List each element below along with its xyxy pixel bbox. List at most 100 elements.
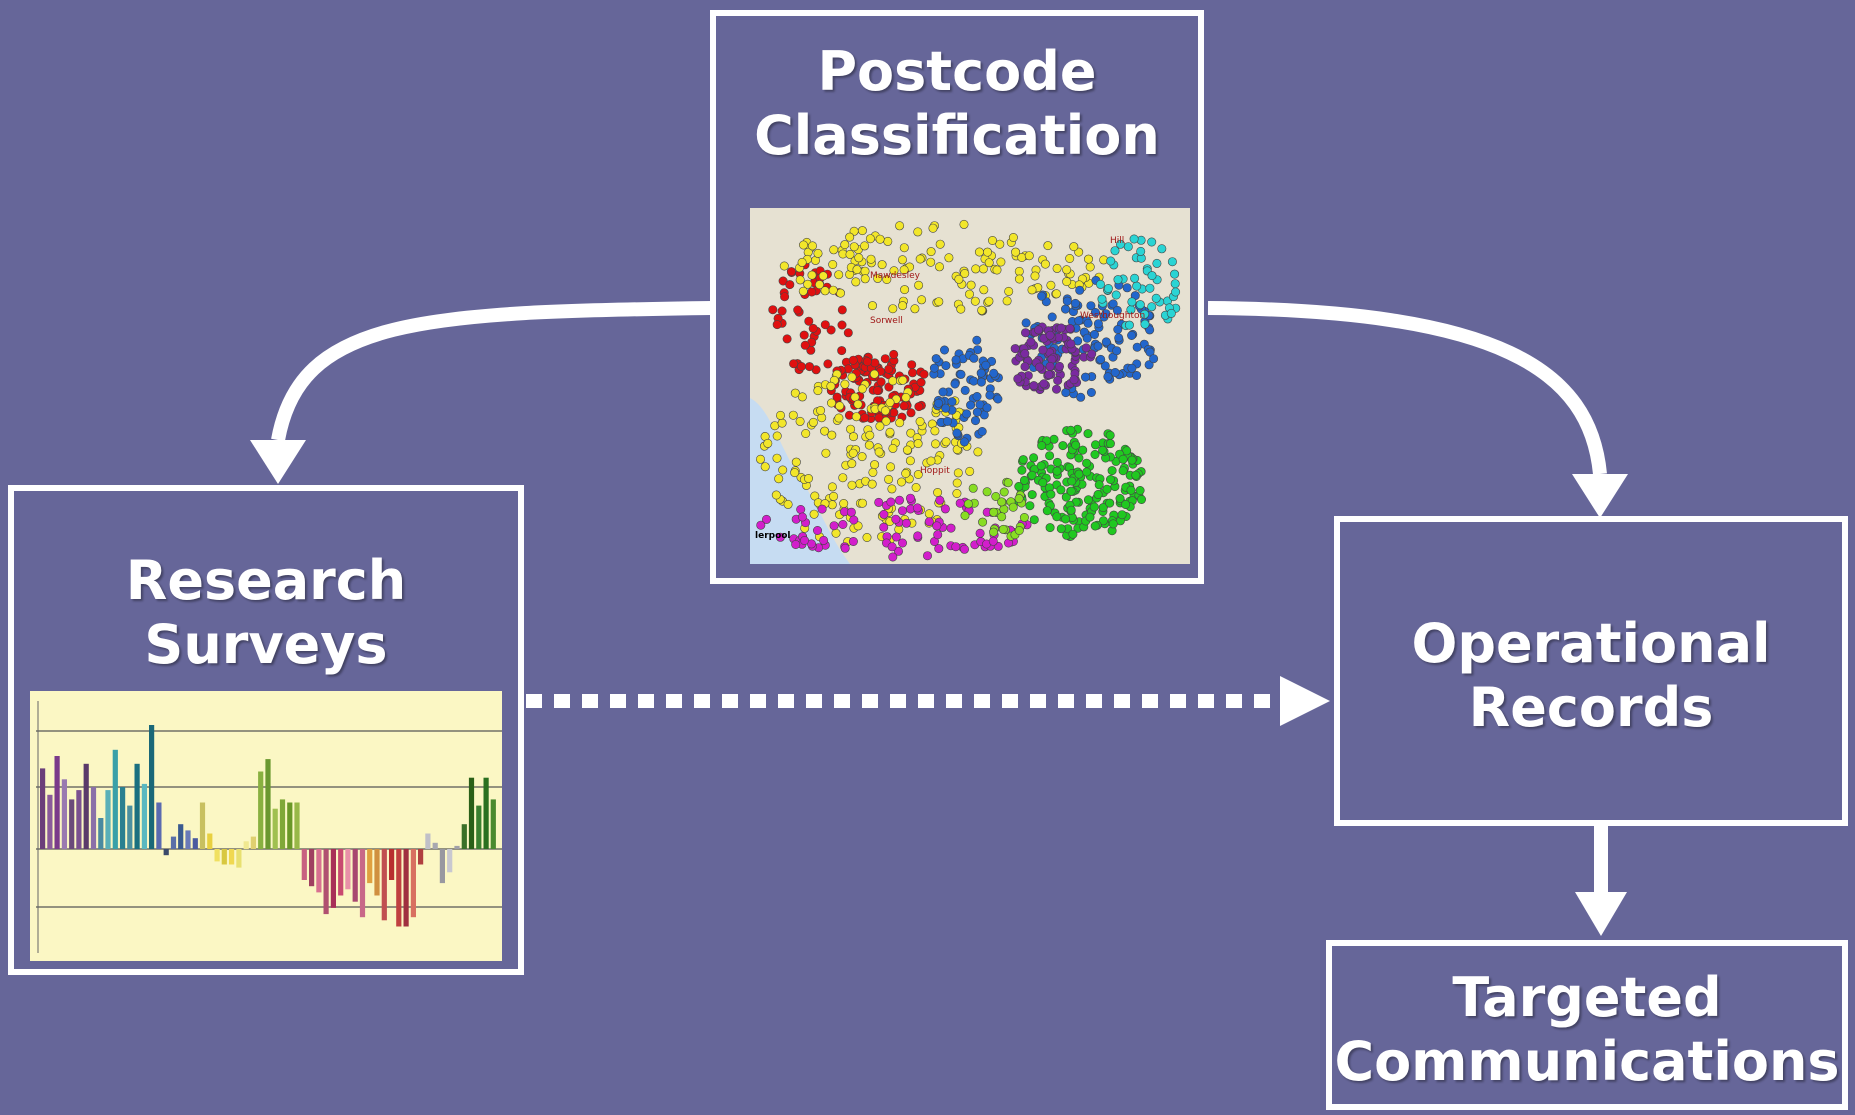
map-dot: [900, 285, 910, 295]
map-dot: [834, 270, 844, 280]
map-dot: [1067, 476, 1077, 486]
map-dot: [1106, 256, 1116, 266]
map-dot: [1115, 493, 1125, 503]
chart-bar: [367, 849, 373, 884]
map-dot: [799, 535, 809, 545]
map-dot: [756, 520, 766, 530]
map-dot: [1127, 331, 1137, 341]
map-dot: [851, 412, 861, 422]
map-dot: [840, 543, 850, 553]
map-dot: [1038, 478, 1048, 488]
map-dot: [815, 280, 825, 290]
map-dot: [1121, 499, 1131, 509]
map-dot: [956, 369, 966, 379]
map-dot: [848, 536, 858, 546]
map-dot: [891, 514, 901, 524]
map-dot: [789, 359, 799, 369]
chart-bar: [40, 768, 46, 849]
map-thumbnail: MawdesleySorwellHoppitHillWesthoughtonle…: [750, 208, 1190, 564]
map-dot: [906, 493, 916, 503]
map-dot: [1021, 318, 1031, 328]
map-dot: [1171, 287, 1181, 297]
targeted-communications-box: Targeted Communications: [1326, 940, 1848, 1110]
map-dot: [898, 538, 908, 548]
chart-bar: [54, 756, 60, 849]
map-dot: [928, 223, 938, 233]
map-dot: [1065, 324, 1075, 334]
chart-bar: [243, 841, 249, 850]
map-dot: [797, 512, 807, 522]
map-dot: [898, 506, 908, 516]
map-dot: [888, 304, 898, 314]
map-dot: [931, 354, 941, 364]
map-dot: [947, 397, 957, 407]
map-dot: [1045, 523, 1055, 533]
map-dot: [854, 253, 864, 263]
map-dot: [1096, 354, 1106, 364]
map-dot: [1030, 271, 1040, 281]
map-dot: [926, 456, 936, 466]
map-dot: [891, 532, 901, 542]
map-dot: [874, 497, 884, 507]
map-dot: [1083, 254, 1093, 264]
map-dot: [826, 381, 836, 391]
map-dot: [1025, 501, 1035, 511]
map-dot: [971, 416, 981, 426]
chart-bar: [105, 790, 111, 849]
map-dot: [1052, 263, 1062, 273]
map-dot: [1147, 302, 1157, 312]
map-dot: [853, 399, 863, 409]
map-dot: [793, 305, 803, 315]
map-dot: [821, 448, 831, 458]
map-dot: [1086, 301, 1096, 311]
map-dot: [840, 379, 850, 389]
map-dot: [897, 477, 907, 487]
map-dot: [1029, 453, 1039, 463]
map-dot: [1017, 465, 1027, 475]
map-dot: [931, 439, 941, 449]
chart-bar: [403, 849, 409, 927]
map-dot: [1101, 337, 1111, 347]
map-dot: [1105, 439, 1115, 449]
map-dot: [1149, 354, 1159, 364]
map-dot: [1132, 281, 1142, 291]
map-dot: [1051, 289, 1061, 299]
map-dot: [962, 409, 972, 419]
targeted-communications-title: Targeted Communications: [1334, 966, 1840, 1093]
map-dot: [933, 487, 943, 497]
map-dot: [919, 369, 929, 379]
map-dot: [1093, 319, 1103, 329]
map-dot: [912, 503, 922, 513]
map-dot: [898, 301, 908, 311]
map-dot: [1087, 349, 1097, 359]
map-dot: [887, 484, 897, 494]
chart-bar: [156, 802, 162, 849]
map-dot: [1036, 461, 1046, 471]
chart-bar: [178, 824, 184, 849]
map-dot: [865, 430, 875, 440]
map-dot: [956, 304, 966, 314]
map-dot: [885, 398, 895, 408]
map-dot: [857, 384, 867, 394]
map-dot: [926, 247, 936, 257]
chart-bar: [490, 799, 496, 849]
map-dot: [1113, 325, 1123, 335]
map-dot: [915, 417, 925, 427]
chart-bar: [90, 787, 97, 849]
map-dot: [1044, 370, 1054, 380]
map-dot: [1027, 490, 1037, 500]
map-dot: [950, 379, 960, 389]
map-dot: [969, 376, 979, 386]
map-dot: [1083, 318, 1093, 328]
map-dot: [996, 257, 1006, 267]
map-dot: [795, 275, 805, 285]
chart-bar: [345, 849, 351, 890]
chart-bar: [185, 830, 191, 849]
map-dot: [849, 242, 859, 252]
map-dot: [1008, 232, 1018, 242]
chart-bar: [323, 849, 329, 915]
chart-bar: [410, 849, 416, 918]
chart-bar: [69, 799, 75, 849]
map-dot: [960, 385, 970, 395]
map-dot: [1027, 285, 1037, 295]
